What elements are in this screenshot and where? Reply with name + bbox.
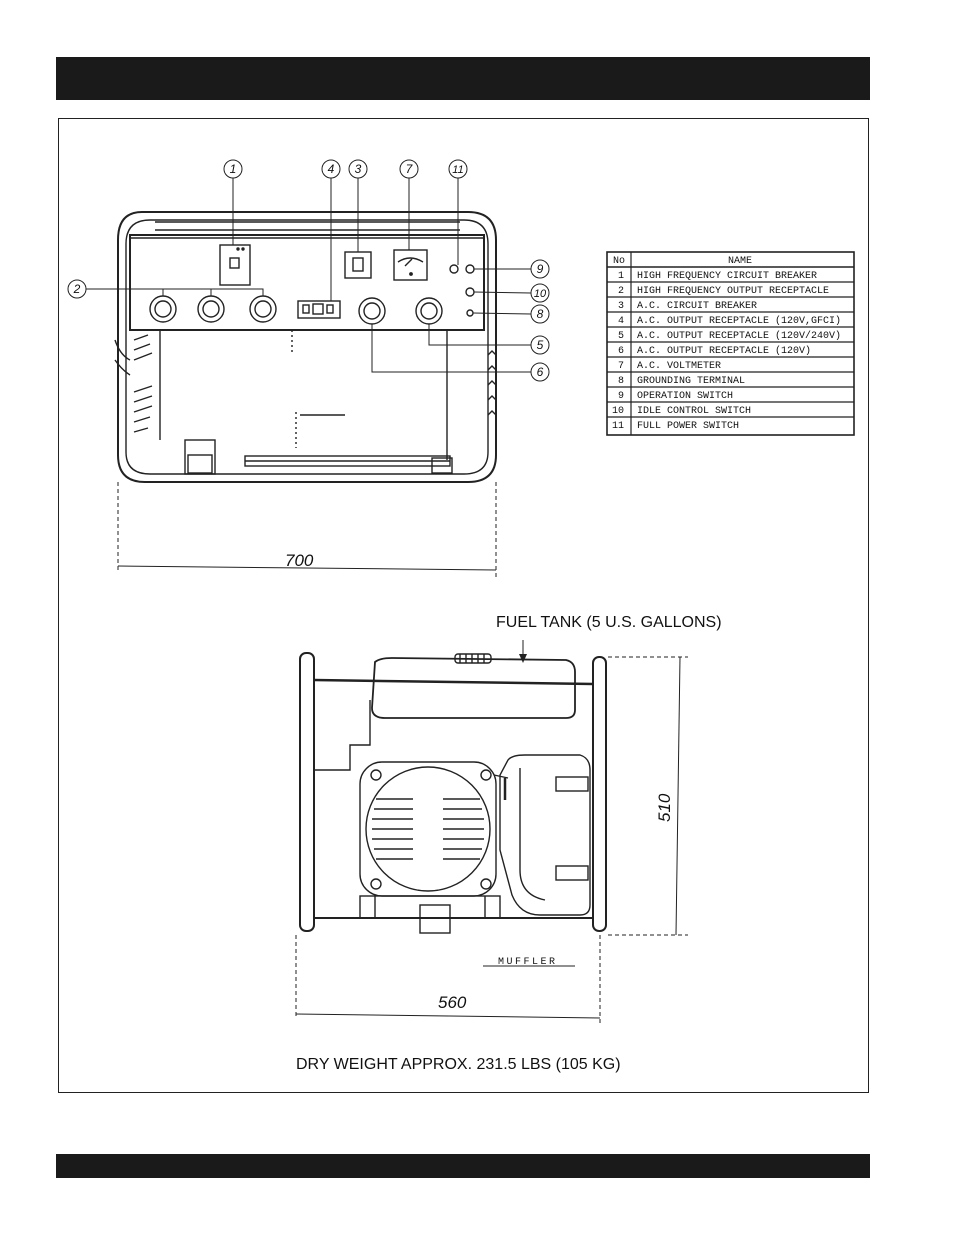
header-bar xyxy=(56,57,870,100)
parts-table-rows: 1 HIGH FREQUENCY CIRCUIT BREAKER 2 HIGH FRE… xyxy=(612,271,841,432)
table-row-number: 9 xyxy=(618,391,624,402)
table-row-name: OPERATION SWITCH xyxy=(637,391,733,402)
dimension-labels: 700 560 510 xyxy=(285,551,674,1012)
table-row-name: A.C. OUTPUT RECEPTACLE (120V,GFCI) xyxy=(637,315,841,327)
dimension-510: 510 xyxy=(655,793,674,822)
callout-4: 4 xyxy=(328,162,335,176)
parts-table-text: No NAME xyxy=(613,256,752,267)
table-row-name: A.C. OUTPUT RECEPTACLE (120V) xyxy=(637,345,811,357)
parts-table xyxy=(606,251,855,436)
table-row-number: 4 xyxy=(618,316,624,327)
footer-bar xyxy=(56,1154,870,1178)
callout-2: 2 xyxy=(73,282,81,296)
callout-1: 1 xyxy=(230,162,237,176)
table-row-name: A.C. CIRCUIT BREAKER xyxy=(637,301,757,312)
table-row-name: HIGH FREQUENCY CIRCUIT BREAKER xyxy=(637,271,817,282)
callout-5: 5 xyxy=(537,338,544,352)
table-row-number: 8 xyxy=(618,376,624,387)
callout-3: 3 xyxy=(355,162,362,176)
dry-weight-label: DRY WEIGHT APPROX. 231.5 LBS (105 KG) xyxy=(296,1056,621,1073)
table-row-number: 11 xyxy=(612,421,624,432)
table-row-name: FULL POWER SWITCH xyxy=(637,421,739,432)
table-row-number: 5 xyxy=(618,331,624,342)
table-row-number: 2 xyxy=(618,286,624,297)
table-row-name: HIGH FREQUENCY OUTPUT RECEPTACLE xyxy=(637,286,829,297)
dimension-560: 560 xyxy=(438,993,467,1012)
fuel-tank-label: FUEL TANK (5 U.S. GALLONS) xyxy=(496,614,722,631)
callout-8: 8 xyxy=(537,307,544,321)
callout-9: 9 xyxy=(537,262,544,276)
table-row-number: 10 xyxy=(612,406,624,417)
callout-11: 11 xyxy=(452,164,463,176)
callout-7: 7 xyxy=(406,162,414,176)
front-view xyxy=(114,211,497,578)
muffler-label: MUFFLER xyxy=(498,957,558,968)
table-header-no: No xyxy=(613,256,625,267)
table-row-number: 3 xyxy=(618,301,624,312)
table-row-number: 7 xyxy=(618,361,624,372)
table-row-name: GROUNDING TERMINAL xyxy=(637,376,745,387)
table-row-number: 6 xyxy=(618,346,624,357)
dimension-700: 700 xyxy=(285,551,314,570)
callout-6: 6 xyxy=(537,365,544,379)
table-row-name: A.C. OUTPUT RECEPTACLE (120V/240V) xyxy=(637,330,841,342)
diagram-frame xyxy=(58,118,869,1093)
table-row-name: A.C. VOLTMETER xyxy=(637,361,721,372)
table-row-number: 1 xyxy=(618,271,624,282)
side-view xyxy=(295,640,688,1023)
callout-numbers: 1 2 3 4 5 6 7 8 9 10 11 xyxy=(73,162,547,379)
callouts xyxy=(67,159,550,382)
callout-10: 10 xyxy=(534,288,547,300)
notes: FUEL TANK (5 U.S. GALLONS) MUFFLER DRY W… xyxy=(296,614,722,1073)
table-header-name: NAME xyxy=(728,256,752,267)
table-row-name: IDLE CONTROL SWITCH xyxy=(637,406,751,417)
